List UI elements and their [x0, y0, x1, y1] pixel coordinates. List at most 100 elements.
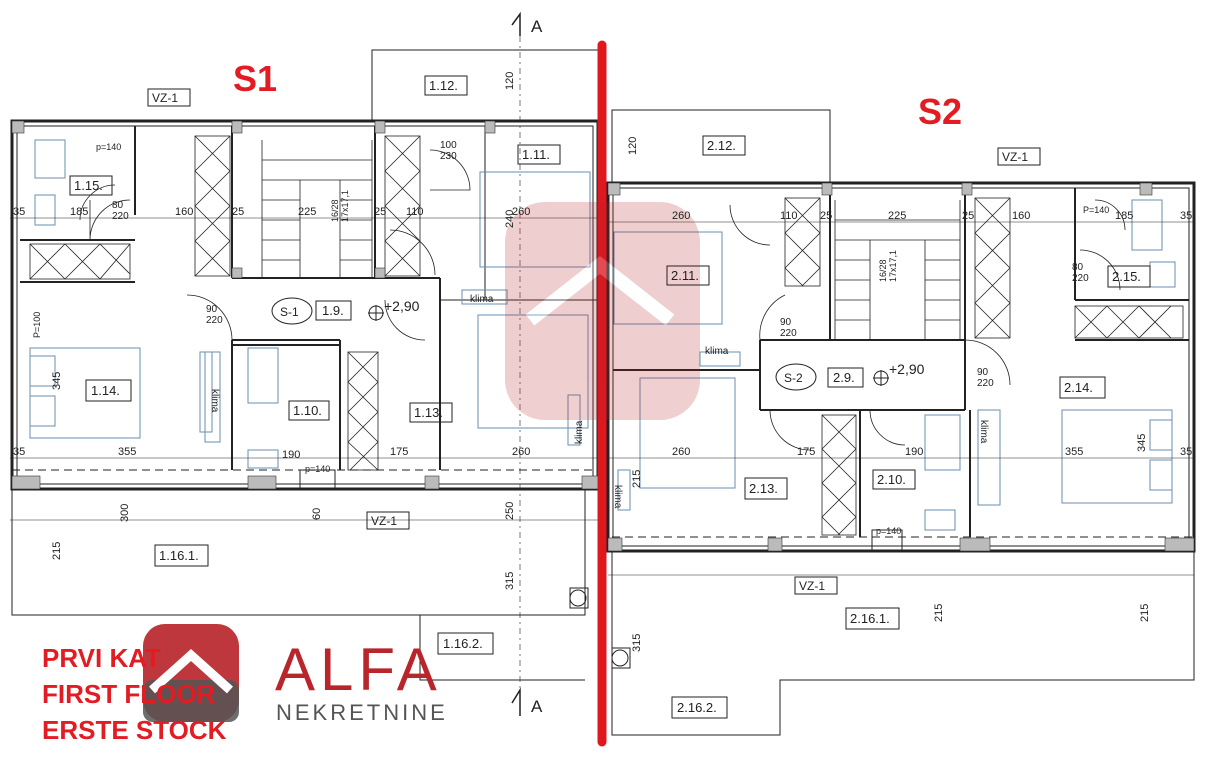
alfa-logo-mark: [143, 624, 239, 722]
dim-text: 175: [390, 446, 408, 458]
dim-text: 110: [406, 206, 424, 218]
section-mark-a-top: A: [531, 17, 543, 36]
vz-label: VZ-1: [371, 514, 397, 528]
dim-text: 225: [298, 206, 316, 218]
room-label: 2.11.: [671, 268, 699, 283]
plumbing-note: p=140: [305, 464, 330, 474]
room-labels-s2: 2.9. 2.10. 2.11. 2.12. 2.13. 2.14. 2.15.…: [666, 135, 1151, 719]
room-label: 2.16.2.: [677, 700, 717, 715]
dimensions-s1-top: 35 185 160 25 225 25 110 260: [13, 206, 530, 218]
dim-text: 25: [232, 206, 244, 218]
dim-text: 260: [672, 446, 690, 458]
stair-tag-s2: S-2: [784, 371, 803, 385]
dim-text: 185: [70, 206, 88, 218]
room-label: 2.12.: [707, 138, 736, 153]
room-label: 2.13.: [749, 481, 778, 496]
dim-vert: 300: [119, 504, 131, 522]
room-label: 1.10.: [293, 403, 322, 418]
dimensions-s1-bottom: 35 355 190 175 260: [13, 446, 530, 461]
dimensions-s2-bottom: 260 175 190 355 35: [672, 446, 1192, 458]
dim-text: 175: [797, 446, 815, 458]
logo-subtitle: NEKRETNINE: [276, 700, 448, 725]
stair-tag-s1: S-1: [280, 305, 299, 319]
vz-label: VZ-1: [799, 579, 825, 593]
dim-vert: 215: [933, 604, 945, 622]
plumbing-note: p=140: [96, 142, 121, 152]
room-label: 1.14.: [91, 383, 120, 398]
plumbing-note: P=140: [1083, 205, 1109, 215]
room-label: 1.12.: [429, 78, 458, 93]
dim-text: 35: [1180, 210, 1192, 222]
dim-vert: 120: [504, 72, 516, 90]
dim-text: 35: [13, 446, 25, 458]
room-label: 2.14.: [1064, 380, 1093, 395]
dim-text: 225: [888, 210, 906, 222]
vz-label: VZ-1: [152, 91, 178, 105]
room-label: 2.10.: [877, 472, 906, 487]
dimensions-s2-top: 260 110 25 225 25 160 185 35: [672, 210, 1192, 222]
dim-text: 25: [962, 210, 974, 222]
dim-text: 190: [282, 449, 300, 461]
unit-s1: [10, 49, 600, 681]
dim-text: 355: [118, 446, 136, 458]
klima-label: klima: [978, 420, 989, 444]
dim-vert: 315: [631, 634, 643, 652]
unit-s2: [606, 109, 1196, 736]
room-label: 2.16.1.: [850, 611, 890, 626]
dim-vert: 215: [51, 542, 63, 560]
klima-label: klima: [612, 485, 623, 509]
stair-note-s1: 16/2817x17,1: [330, 190, 350, 222]
dim-text: 185: [1115, 210, 1133, 222]
room-label: 1.13.: [414, 405, 443, 420]
dim-text: 355: [1065, 446, 1083, 458]
plumbing-note: p=140: [876, 526, 901, 536]
vz-labels: VZ-1 VZ-1 VZ-1 VZ-1: [147, 88, 1041, 595]
dim-vert: 215: [631, 470, 643, 488]
dim-vert: 250: [504, 502, 516, 520]
klima-label: klima: [574, 420, 585, 444]
dim-text: 25: [820, 210, 832, 222]
room-label: 1.16.2.: [443, 636, 483, 651]
section-mark-a-bottom: A: [531, 697, 543, 716]
vz-label: VZ-1: [1002, 150, 1028, 164]
room-label: 2.15.: [1112, 269, 1141, 284]
room-label: 2.9.: [833, 370, 855, 385]
room-label: 1.11.: [522, 147, 550, 162]
unit-title-s1: S1: [233, 58, 277, 99]
dim-text: 260: [512, 446, 530, 458]
dim-vert: 60: [311, 508, 323, 520]
dim-text: 25: [374, 206, 386, 218]
dim-text: 160: [175, 206, 193, 218]
level-s1: +2,90: [384, 298, 420, 314]
dim-vert: 120: [627, 137, 639, 155]
section-marks: [511, 11, 521, 716]
level-s2: +2,90: [889, 361, 925, 377]
floor-label-en: FIRST FLOOR: [42, 679, 216, 709]
vertical-dimensions: 120 240 345 215 315 250 300 60 120 345 2…: [51, 72, 1151, 652]
dim-text: 35: [1180, 446, 1192, 458]
dim-text: 160: [1012, 210, 1030, 222]
room-label: 1.16.1.: [159, 548, 199, 563]
dim-vert: 345: [51, 372, 63, 390]
dim-text: 260: [672, 210, 690, 222]
room-label: 1.15.: [74, 178, 103, 193]
klima-label: klima: [705, 346, 729, 357]
dim-vert: 240: [504, 210, 516, 228]
floor-label-de: ERSTE STOCK: [42, 715, 227, 745]
dim-vert: 345: [1136, 434, 1148, 452]
room-labels-s1: 1.9. 1.10. 1.11. 1.12. 1.13. 1.14. 1.15.…: [69, 75, 561, 655]
dim-text: 190: [905, 446, 923, 458]
klima-label: klima: [209, 389, 220, 413]
dim-vert: 315: [504, 572, 516, 590]
room-label: 1.9.: [322, 303, 344, 318]
klima-label: klima: [470, 294, 494, 305]
dim-text: 260: [512, 206, 530, 218]
watermark-logo: [505, 202, 700, 420]
